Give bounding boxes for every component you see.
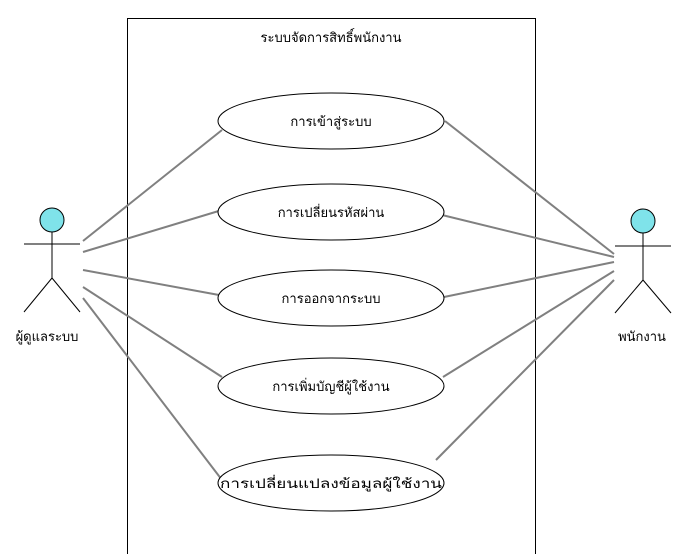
assoc-employee-login [444,120,615,255]
actor-left-leg [614,279,644,314]
use-case-label: การออกจากระบบ [282,292,381,307]
use-case-label: การเข้าสู่ระบบ [290,115,371,130]
use-case-change-password: การเปลี่ยนรหัสผ่าน [217,183,445,241]
assoc-admin-logout [82,269,220,296]
actor-right-leg [642,279,672,314]
use-case-label: การเปลี่ยนแปลงข้อมูลผู้ใช้งาน [220,475,442,492]
assoc-employee-change-password [441,214,615,258]
assoc-admin-login [82,129,223,242]
use-case-add-account: การเพิ่มบัญชีผู้ใช้งาน [217,357,445,415]
assoc-admin-add-account [82,286,223,378]
use-case-logout: การออกจากระบบ [217,269,445,327]
assoc-employee-add-account [442,270,615,378]
use-case-edit-user: การเปลี่ยนแปลงข้อมูลผู้ใช้งาน [217,454,445,512]
use-case-login: การเข้าสู่ระบบ [217,92,445,150]
actor-label: ผู้ดูแลระบบ [16,330,79,345]
actor-label: พนักงาน [618,330,666,345]
actor-left-leg [23,277,53,313]
assoc-employee-edit-user [435,279,615,461]
use-case-label: การเพิ่มบัญชีผู้ใช้งาน [272,378,389,395]
assoc-admin-edit-user [82,297,223,481]
actor-head [39,207,65,233]
actor-right-leg [51,277,81,313]
actor-admin: ผู้ดูแลระบบ [16,207,81,345]
system-title: ระบบจัดการสิทธิ์พนักงาน [261,28,402,46]
use-case-label: การเปลี่ยนรหัสผ่าน [278,204,385,221]
assoc-employee-logout [443,261,615,298]
actor-employee: พนักงาน [614,208,672,345]
system-boundary [127,18,536,554]
assoc-admin-change-password [82,209,223,253]
actor-head [630,208,656,234]
